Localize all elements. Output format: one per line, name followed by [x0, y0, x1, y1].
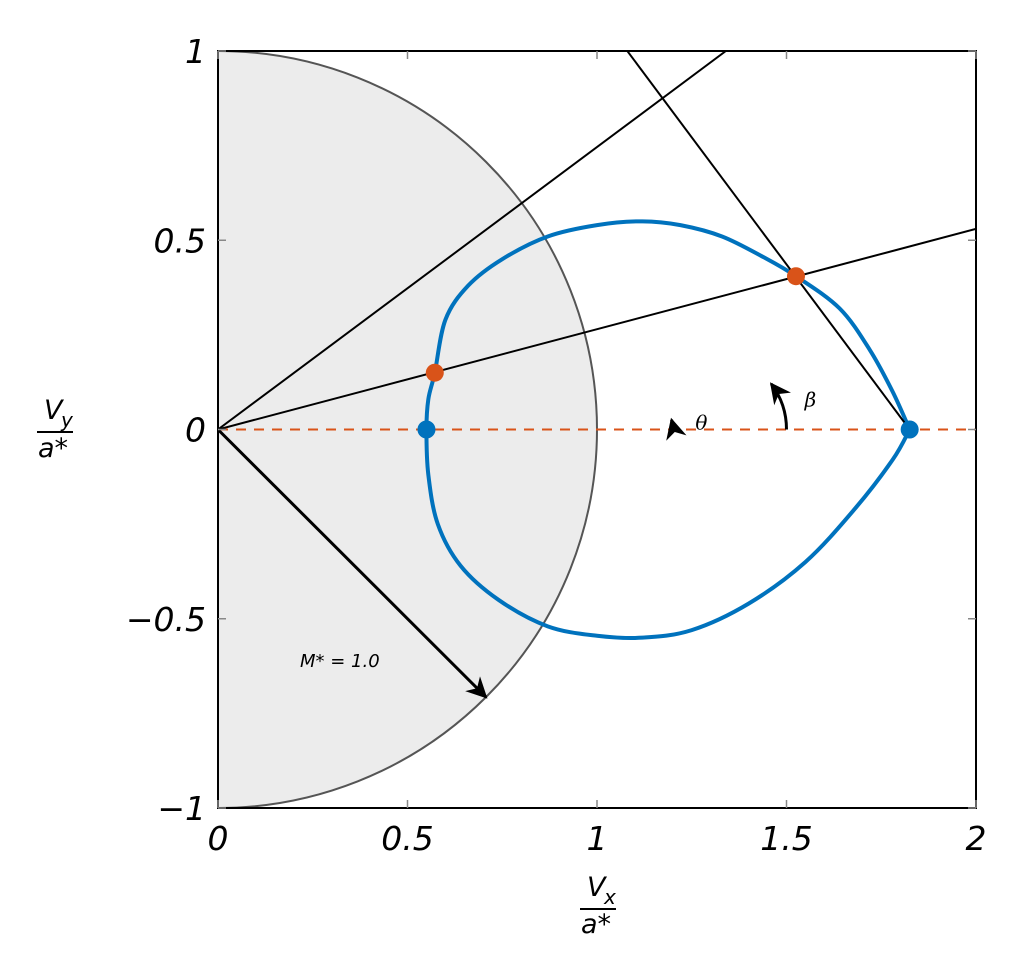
x-axis-label: V x a* [580, 872, 616, 940]
x-tick-label: 1 [587, 819, 608, 858]
blue-marker [900, 420, 919, 439]
theta-angle-arrow [666, 417, 687, 441]
sonic-radius-arrow [218, 428, 488, 699]
x-tick-label: 0 [208, 819, 229, 858]
blue-marker [417, 420, 436, 439]
labels-layer: θ β M* = 1.0 0 0.5 1 1.5 2 −1 −0.5 0 0.5 1 [126, 32, 987, 858]
sonic-mach-label: M* = 1.0 [300, 651, 380, 672]
deflection-ray [218, 227, 976, 431]
y-axis-label-denominator: a* [38, 433, 68, 464]
x-axis-label-numerator: V [587, 872, 608, 903]
y-tick-label: 0 [185, 411, 206, 450]
orange-marker [786, 267, 805, 286]
y-axis-label: V y a* [37, 395, 74, 464]
shock-polar-curve [424, 219, 912, 641]
orange-marker [425, 363, 444, 382]
y-tick-label: −0.5 [126, 600, 206, 639]
y-tick-label: 0.5 [154, 221, 206, 260]
beta-angle-arrow [769, 382, 791, 430]
y-tick-label: 1 [185, 32, 206, 71]
x-axis-label-subscript: x [603, 885, 616, 909]
x-tick-label: 2 [966, 819, 987, 858]
axes-frame-layer [217, 50, 977, 809]
y-axis-label-numerator: V [44, 395, 65, 426]
lines-layer [218, 51, 976, 808]
beta-label: β [804, 388, 817, 412]
y-axis-label-subscript: y [60, 408, 74, 432]
mach-ray [218, 51, 727, 431]
y-tick-label: −1 [157, 789, 206, 828]
shock-line [626, 51, 911, 431]
x-axis-label-denominator: a* [581, 909, 611, 940]
markers-layer [417, 267, 919, 439]
theta-label: θ [695, 410, 707, 434]
x-tick-label: 0.5 [381, 819, 433, 858]
x-tick-label: 1.5 [760, 819, 812, 858]
